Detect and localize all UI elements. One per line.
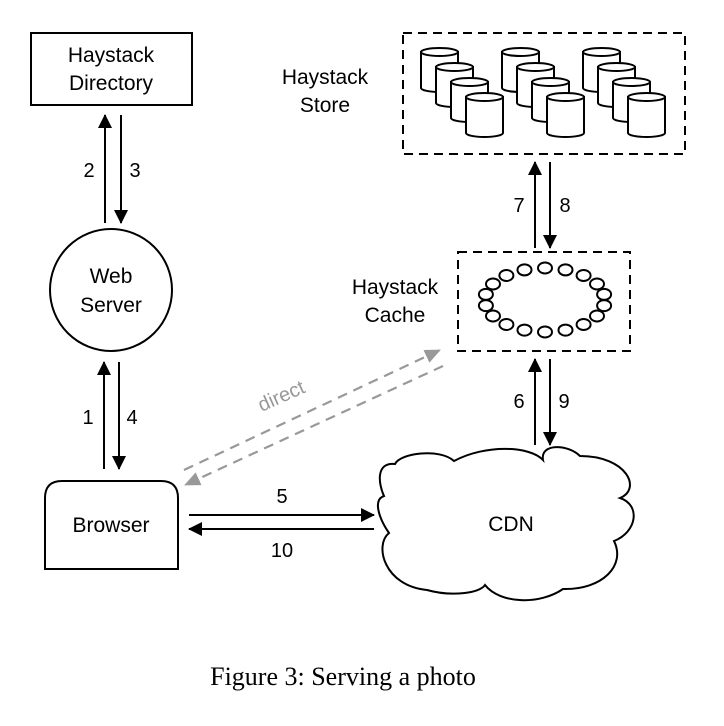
- cache-server-icon: [498, 269, 515, 282]
- cache-server-icon: [589, 277, 605, 291]
- edge-8-label: 8: [559, 195, 570, 217]
- web-server-label-line2: Server: [80, 294, 142, 317]
- cache-server-icon: [589, 309, 605, 323]
- cache-label-line2: Cache: [365, 304, 426, 327]
- store-dashed-boundary: [402, 32, 686, 155]
- figure-caption: Figure 3: Serving a photo: [210, 662, 476, 691]
- cache-server-icon: [557, 263, 574, 277]
- direct-arrow-to-cache: [183, 349, 441, 471]
- cache-server-icon: [485, 309, 501, 323]
- cdn-node: CDN: [376, 446, 635, 602]
- cache-server-icon: [516, 263, 533, 277]
- cache-server-icon: [575, 269, 592, 282]
- edge-10-label: 10: [271, 540, 293, 562]
- disk-cylinder-icon: [627, 92, 666, 138]
- edge-3-label: 3: [129, 160, 140, 182]
- edge-5-label: 5: [276, 486, 287, 508]
- edge-7-label: 7: [513, 195, 524, 217]
- cache-server-icon: [557, 323, 574, 337]
- direct-arrow-to-browser: [184, 365, 444, 486]
- edge-9-label: 9: [558, 391, 569, 413]
- directory-label-line2: Directory: [69, 72, 154, 95]
- edge-6-label: 6: [513, 391, 524, 413]
- cache-server-icon: [477, 299, 494, 313]
- cache-server-icon: [596, 287, 613, 301]
- disk-cylinder-icon: [546, 92, 585, 138]
- directory-label-line1: Haystack: [68, 44, 155, 67]
- cdn-label: CDN: [488, 513, 534, 536]
- cache-server-ring: [477, 261, 613, 339]
- cache-server-icon: [537, 325, 553, 339]
- store-disk-groups: [420, 47, 666, 138]
- web-server-node: Web Server: [49, 228, 173, 352]
- direct-label: direct: [255, 376, 309, 416]
- cache-server-icon: [516, 323, 533, 337]
- web-server-label-line1: Web: [90, 265, 133, 288]
- disk-cylinder-icon: [465, 92, 504, 138]
- cache-server-icon: [596, 299, 613, 313]
- cache-server-icon: [575, 318, 592, 331]
- cache-server-icon: [485, 277, 501, 291]
- cache-server-icon: [477, 287, 494, 301]
- browser-label: Browser: [72, 514, 149, 537]
- edge-4-label: 4: [126, 407, 137, 429]
- cache-server-icon: [498, 318, 515, 331]
- haystack-store-node: [402, 32, 686, 155]
- store-label-line2: Store: [300, 94, 350, 117]
- haystack-cache-node: [457, 251, 631, 352]
- edge-1-label: 1: [82, 407, 93, 429]
- store-label-line1: Haystack: [282, 66, 369, 89]
- browser-node: Browser: [44, 480, 179, 570]
- cache-label-line1: Haystack: [352, 276, 439, 299]
- edge-2-label: 2: [83, 160, 94, 182]
- haystack-directory-node: Haystack Directory: [30, 32, 193, 106]
- cache-server-icon: [537, 261, 553, 275]
